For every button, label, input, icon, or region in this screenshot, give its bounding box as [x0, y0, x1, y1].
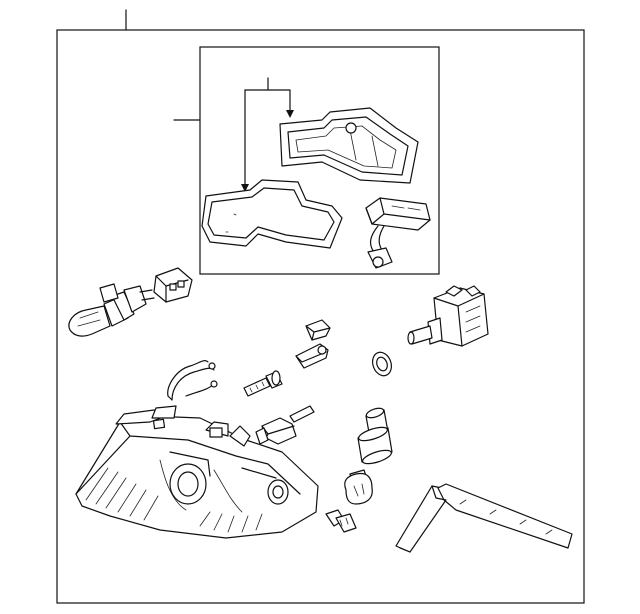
bracket-clip-icon — [295, 343, 329, 369]
outer-frame — [56, 9, 585, 604]
leveling-motor-icon — [407, 285, 489, 347]
inset-frame — [173, 46, 440, 275]
bulb-socket-icon — [153, 267, 193, 303]
housing-seal-icon — [201, 179, 343, 249]
filler-panel-icon — [395, 483, 573, 553]
retainer-spring-icon — [167, 360, 218, 401]
leader-arrows — [241, 77, 294, 192]
side-marker-bulb-icon — [357, 407, 393, 465]
retaining-clip-icon — [305, 319, 331, 341]
adjuster-screw-icon — [243, 370, 283, 397]
ballast-module-icon — [365, 197, 431, 269]
o-ring-icon — [371, 351, 393, 377]
adjuster-stud-icon — [255, 405, 315, 445]
wedge-bulb-icon — [344, 469, 373, 505]
mounting-bolt-icon — [325, 509, 357, 533]
headlamp-assembly-icon — [75, 405, 319, 539]
housing-gasket-icon — [279, 107, 419, 184]
halogen-bulb-icon — [68, 283, 155, 337]
